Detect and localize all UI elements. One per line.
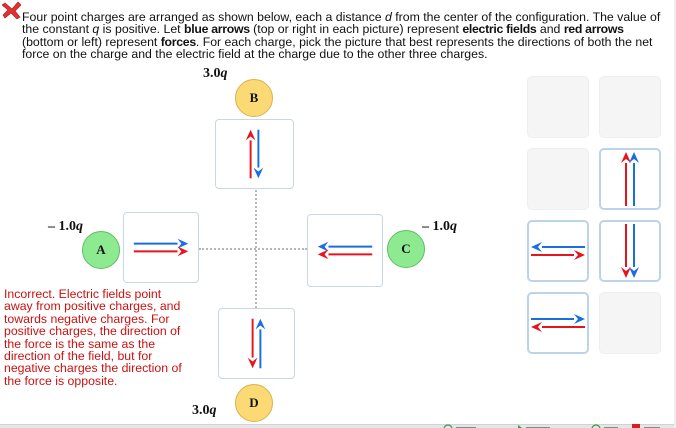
question-prompt: Four point charges are arranged as shown… [22,10,661,62]
tile-arrow-pair [621,224,639,278]
field-arrow-up-icon [255,318,266,369]
drop-zone-d[interactable] [218,308,295,379]
charge-c-label: – 1.0q [422,219,457,234]
field-arrow-right-icon [133,238,189,249]
answer-tile-up-up[interactable] [599,148,661,210]
tile-arrow-pair [531,314,585,332]
drop-zone-b[interactable] [215,119,294,189]
force-arrow-left-icon [531,322,585,332]
force-arrow-up-icon [245,129,256,179]
field-arrow-up-icon [629,152,639,206]
tile-arrow-pair [531,242,585,260]
empty-tile-slot [527,148,589,210]
force-arrow-right-icon [133,246,189,257]
charge-a-label: – 1.0q [48,219,83,234]
scrollbar-edge [674,0,676,428]
force-arrow-down-icon [621,224,631,278]
empty-tile-slot [599,76,661,138]
force-arrow-up-icon [621,152,631,206]
empty-tile-slot [527,76,589,138]
force-arrow-right-icon [531,250,585,260]
charge-a: A [82,231,120,269]
answer-tile-right-left[interactable] [527,292,589,354]
incorrect-x-icon [2,1,22,19]
arrow-pair-d [247,318,266,369]
arrow-pair-b [245,129,264,179]
arrow-pair-c [317,241,373,260]
charge-c: C [387,230,425,268]
feedback-message: Incorrect. Electric fields point away fr… [4,287,182,388]
drop-zone-c[interactable] [307,214,383,287]
field-arrow-down-icon [253,129,264,179]
charge-d: D [235,384,273,422]
field-arrow-left-icon [531,242,585,252]
toolbar-icons [443,424,660,428]
field-arrow-left-icon [317,241,373,252]
field-arrow-right-icon [531,314,585,324]
bottom-toolbar [0,424,676,428]
charge-d-label: 3.0q [192,403,217,418]
horizontal-axis-line [199,248,307,250]
answer-tile-down-down[interactable] [599,220,661,282]
charge-b: B [235,79,273,117]
drop-zone-a[interactable] [123,212,199,283]
answer-tile-left-right[interactable] [527,220,589,282]
force-arrow-down-icon [247,318,258,369]
tile-arrow-pair [621,152,639,206]
arrow-pair-a [133,238,189,257]
field-arrow-down-icon [629,224,639,278]
charge-b-label: 3.0q [203,66,228,81]
force-arrow-left-icon [317,249,373,260]
empty-tile-slot [599,292,661,354]
